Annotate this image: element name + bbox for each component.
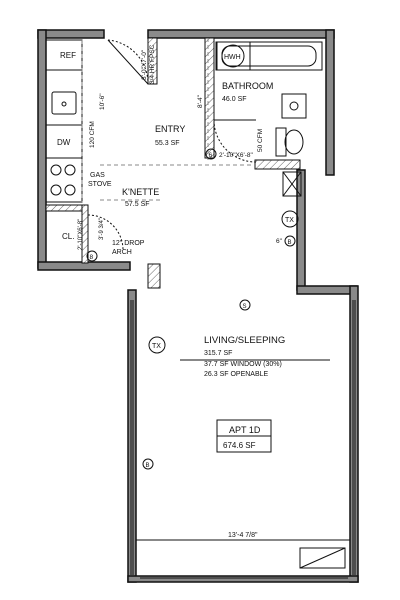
wall-top-bath	[147, 29, 335, 39]
column	[147, 263, 161, 289]
entry-area: 55.3 SF	[155, 140, 180, 147]
closet-door-size: 2'-10"X6'-8"	[78, 219, 84, 250]
b-label-upper: B	[288, 240, 292, 246]
stove-burners	[50, 164, 76, 196]
living-openable: 26.3 SF OPENABLE	[204, 371, 269, 378]
drop-arch-label-1: 12" DROP	[112, 240, 145, 247]
bath-door-size: 2'-10"X6'-8"	[219, 152, 254, 159]
interior-partitions	[45, 37, 301, 264]
living-window: 37.7 SF WINDOW (30%)	[204, 361, 282, 368]
closet-tag	[86, 250, 98, 262]
kitchen-sink	[51, 91, 77, 115]
entry-door-size: 3'-0"X7'-0"	[141, 49, 148, 80]
s-symbol	[239, 299, 251, 311]
bath-door-tag-num: 6	[209, 152, 213, 159]
cfm-120-label: 120 CFM	[89, 121, 96, 148]
apt-area: 674.6 SF	[223, 441, 256, 450]
kitchen-counter	[45, 39, 83, 203]
dim-3-9-label: 3'-9 3/4"	[99, 218, 105, 240]
living-name: LIVING/SLEEPING	[204, 335, 285, 346]
b-label-lower: B	[146, 463, 150, 469]
wall-bottom	[127, 575, 359, 583]
entry-door	[107, 39, 149, 85]
wall-right-lower	[349, 285, 359, 583]
b-symbol-upper	[284, 235, 296, 247]
wall-entry-jamb	[147, 37, 158, 85]
knette-name: K'NETTE	[122, 187, 159, 197]
s-label: S	[243, 304, 247, 310]
apartment-tag	[216, 419, 272, 453]
dw-label: DW	[57, 138, 71, 147]
wall-top-kitchen	[37, 29, 105, 39]
hwh-box	[216, 41, 251, 71]
wall-left-kitchen	[37, 29, 47, 269]
zone-lines	[100, 38, 255, 201]
b-symbol-lower	[142, 458, 154, 470]
dim-8-4-label: 8'-4"	[197, 94, 204, 108]
closet-name: CL.	[62, 232, 74, 241]
width-dimension	[135, 535, 351, 545]
wall-left-lower	[127, 289, 137, 583]
closet-tag-num: 8	[90, 254, 94, 261]
bathroom-area: 46.0 SF	[222, 96, 247, 103]
drop-arch-label-2: ARCH	[112, 249, 132, 256]
cfm-50-label: 50 CFM	[257, 129, 264, 152]
apt-label: APT 1D	[229, 425, 261, 435]
wall-step	[296, 285, 358, 295]
entry-name: ENTRY	[155, 124, 185, 134]
bath-wall-left	[204, 37, 215, 159]
tx-symbol-lower	[148, 336, 166, 354]
tx-symbol-upper	[281, 210, 299, 228]
windows	[130, 300, 356, 579]
bath-sink	[281, 93, 307, 119]
toilet	[275, 127, 304, 157]
dim-10-6-label: 10'-6"	[99, 93, 106, 110]
exterior-walls	[37, 29, 359, 583]
bath-wall-bottom	[254, 159, 301, 170]
bathroom-name: BATHROOM	[222, 81, 273, 91]
six-inch-label: 6"	[276, 238, 283, 245]
tx-label-lower: TX	[152, 343, 161, 350]
ref-label: REF	[60, 51, 76, 60]
width-dimension-label: 13'-4 7/8"	[228, 532, 258, 539]
hwh-label: HWH	[224, 54, 241, 61]
tx-label-upper: TX	[285, 217, 294, 224]
shaft	[282, 171, 302, 197]
bath-door	[213, 119, 257, 163]
closet-wall-top	[45, 204, 87, 212]
gas-label: GAS	[90, 172, 105, 179]
knette-area: 57.5 SF	[125, 201, 150, 208]
closet-door	[87, 214, 124, 251]
bath-door-tag	[205, 148, 217, 160]
radiator	[299, 547, 346, 569]
entry-door-rating: 3/4 HR FPSC	[149, 44, 156, 84]
living-area: 315.7 SF	[204, 350, 232, 357]
stove-label: STOVE	[88, 181, 112, 188]
wall-right-bath	[325, 29, 335, 176]
